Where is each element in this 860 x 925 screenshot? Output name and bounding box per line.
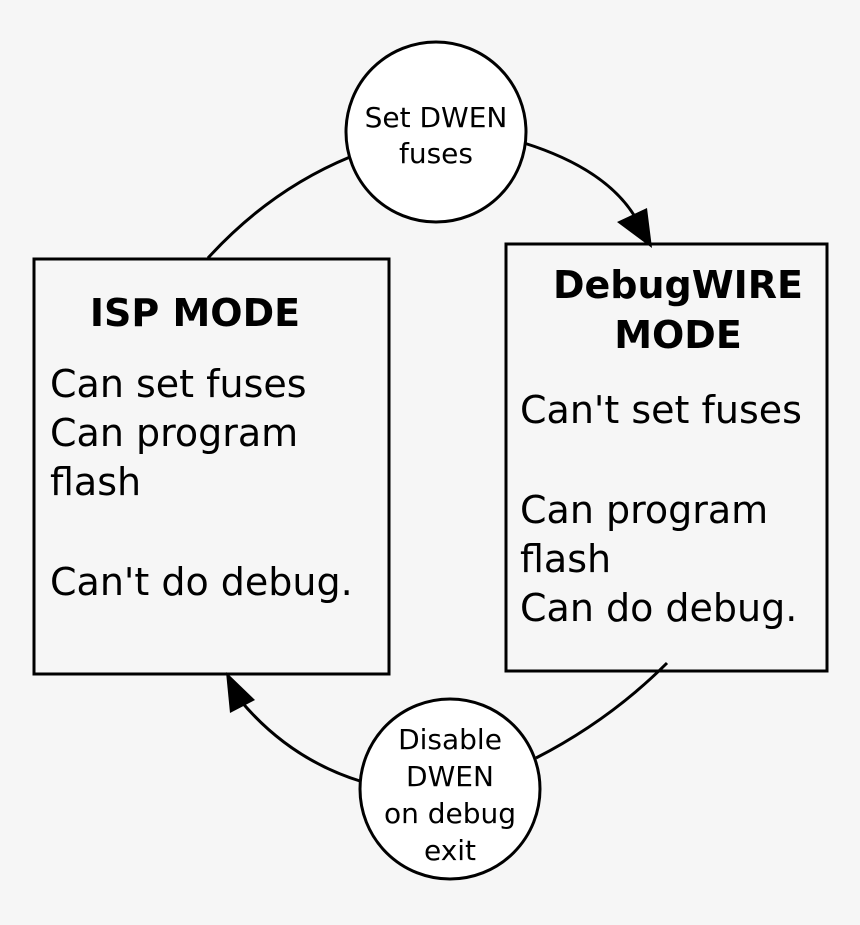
isp-mode-title: ISP MODE (90, 291, 300, 335)
debugwire-mode-line: Can't set fuses (520, 388, 802, 432)
debugwire-mode-line: Can do debug. (520, 586, 797, 630)
isp-mode-box: ISP MODE Can set fuses Can program flash… (32, 257, 391, 676)
disable-dwen-label: exit (424, 834, 476, 867)
debugwire-to-disable-dwen-connector (535, 661, 669, 760)
arrowhead-into-debugwire-icon (617, 208, 652, 248)
set-dwen-label: fuses (399, 137, 473, 170)
set-dwen-to-debugwire-arrow (523, 141, 640, 223)
disable-dwen-label: Disable (398, 723, 502, 756)
isp-mode-line: Can't do debug. (50, 560, 353, 604)
isp-to-set-dwen-connector (206, 155, 351, 260)
isp-mode-line: Can set fuses (50, 362, 307, 406)
isp-mode-line: flash (50, 460, 141, 504)
set-dwen-fuses-node: Set DWEN fuses (344, 40, 528, 224)
disable-dwen-node: Disable DWEN on debug exit (358, 697, 542, 881)
disable-dwen-label: DWEN (406, 760, 494, 793)
isp-mode-line: Can program (50, 411, 298, 455)
debugwire-mode-title: DebugWIRE (553, 263, 803, 307)
debugwire-mode-line: flash (520, 537, 611, 581)
debugwire-mode-title: MODE (614, 313, 742, 357)
set-dwen-label: Set DWEN (365, 101, 508, 134)
arrowhead-into-isp-icon (226, 672, 255, 713)
disable-dwen-to-isp-arrow (238, 699, 364, 784)
debugwire-mode-line: Can program (520, 488, 768, 532)
debugwire-mode-box: DebugWIRE MODE Can't set fuses Can progr… (504, 242, 829, 673)
disable-dwen-label: on debug (384, 797, 516, 830)
